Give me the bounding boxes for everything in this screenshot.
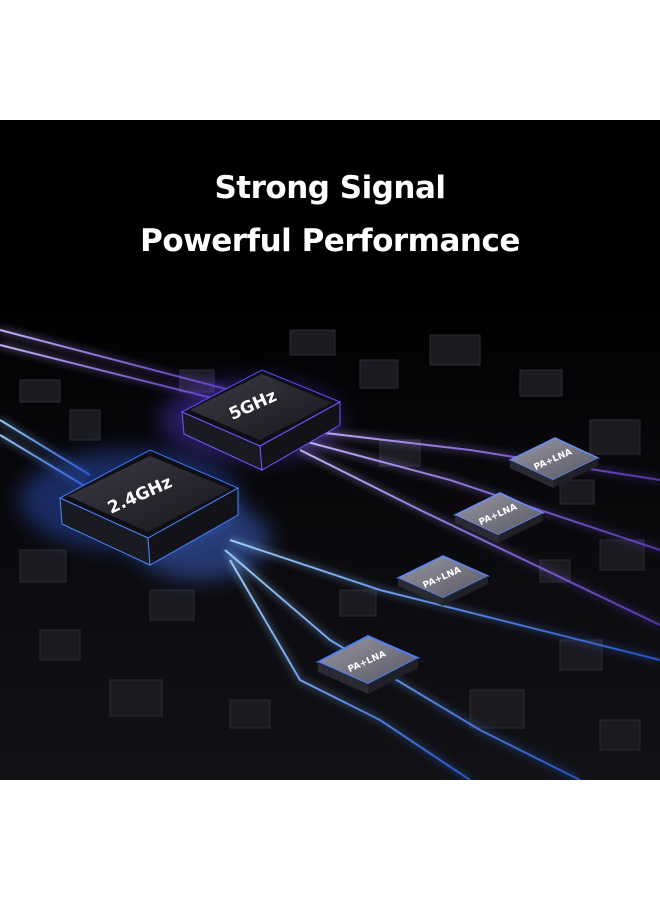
headline-line-1: Strong Signal (214, 170, 446, 206)
amplifier-2: PA+LNA (453, 492, 545, 543)
amplifier-3: PA+LNA (396, 555, 490, 606)
amplifier-1: PA+LNA (508, 437, 600, 488)
circuit-board-illustration: 5GHz 2.4GHz PA+LNA PA+LNA PA+LNA (0, 290, 660, 780)
headline-line-2: Powerful Performance (140, 223, 520, 259)
signal-traces-24ghz (0, 419, 660, 780)
chip-5ghz: 5GHz (180, 369, 342, 471)
signal-traces-5ghz (0, 329, 660, 626)
chip-24ghz: 2.4GHz (58, 449, 240, 566)
amplifier-4: PA+LNA (315, 635, 421, 694)
product-banner: 5GHz 2.4GHz PA+LNA PA+LNA PA+LNA (0, 120, 660, 780)
